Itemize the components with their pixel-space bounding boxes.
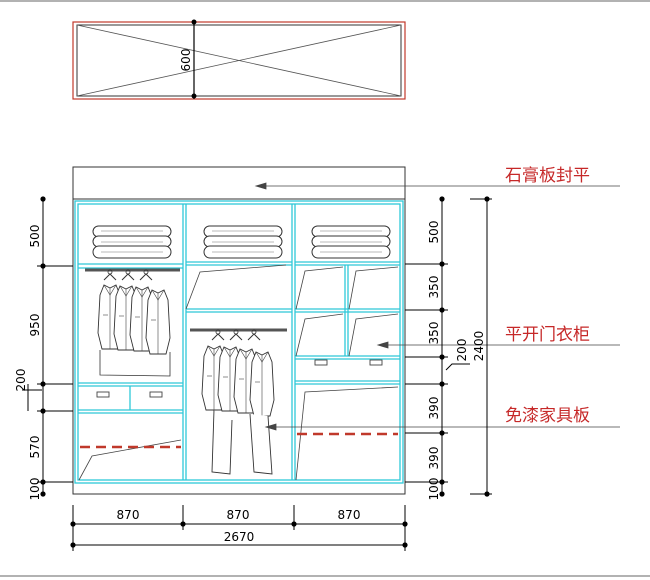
gypsum-board-top (72, 166, 406, 200)
right-dim-350-lower: 350 (427, 322, 441, 345)
right-dim-390-lower: 390 (427, 447, 441, 470)
dimensions-left: 500 950 200 570 100 (14, 196, 73, 500)
folded-clothes-middle (203, 225, 283, 259)
right-dim-100: 100 (427, 478, 441, 501)
callout-swing-door-wardrobe: 平开门衣柜 (505, 325, 590, 345)
plan-view: 600 (72, 19, 406, 100)
callout-gypsum-board: 石膏板封平 (505, 165, 590, 186)
total-width-label: 2670 (224, 530, 255, 544)
left-dim-950: 950 (28, 314, 42, 337)
right-dim-350-upper: 350 (427, 276, 441, 299)
left-dim-200: 200 (14, 369, 28, 392)
right-dim-390-upper: 390 (427, 397, 441, 420)
left-dim-100: 100 (28, 478, 42, 501)
width-dim-right: 870 (338, 508, 361, 522)
width-dim-left: 870 (117, 508, 140, 522)
folded-clothes-right (311, 225, 391, 259)
total-height-label: 2400 (472, 331, 486, 362)
right-dim-500: 500 (427, 221, 441, 244)
hanging-clothes-middle (201, 329, 275, 475)
callout-paint-free-board: 免漆家具板 (505, 406, 590, 426)
cabinet-elevation: 石膏板封平 平开门衣柜 免漆家具板 (72, 165, 620, 495)
width-dim-middle: 870 (227, 508, 250, 522)
dimensions-bottom: 870 870 870 2670 (70, 505, 408, 551)
dimensions-right: 500 350 350 200 390 390 100 2400 (405, 196, 492, 500)
right-dim-200: 200 (455, 339, 469, 362)
plan-inner-border (76, 24, 402, 97)
door-swing-lines (78, 264, 399, 481)
folded-clothes-left (92, 225, 172, 259)
plan-depth-label: 600 (179, 49, 193, 72)
hanging-clothes-left (97, 269, 171, 377)
left-dim-500: 500 (28, 225, 42, 248)
callout-leaders (254, 182, 620, 431)
cabinet-carcass (74, 200, 404, 484)
drawer-handles (96, 359, 383, 398)
cabinet-outline (72, 198, 406, 495)
plan-outer-border (72, 21, 406, 100)
left-dim-570: 570 (28, 436, 42, 459)
